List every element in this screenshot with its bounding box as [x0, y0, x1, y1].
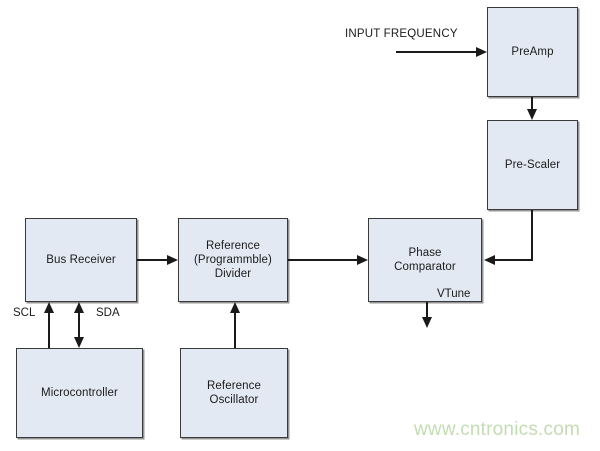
wire-divider-to-phase-comparator: [288, 259, 357, 261]
wire-input-frequency: [396, 51, 476, 53]
block-reference-divider-line-2: (Programmble): [194, 254, 272, 266]
arrowhead-divider-to-phase-comparator: [357, 254, 368, 265]
block-phase-comparator[interactable]: Phase Comparator: [368, 218, 482, 302]
block-phase-comparator-line-1: Phase: [408, 247, 442, 259]
block-reference-divider[interactable]: Reference (Programmble) Divider: [178, 218, 288, 302]
block-reference-oscillator-label: Reference Oscillator: [203, 379, 265, 407]
label-scl: SCL: [13, 307, 36, 319]
block-microcontroller-label: Microcontroller: [41, 387, 118, 399]
block-phase-comparator-label: Phase Comparator: [390, 246, 460, 274]
block-preamp-label: PreAmp: [511, 46, 554, 58]
wire-prescaler-to-phase-comparator: [495, 259, 533, 261]
wire-scl: [48, 313, 50, 348]
label-sda: SDA: [96, 307, 120, 319]
block-reference-oscillator-line-1: Reference: [207, 380, 261, 392]
block-pre-scaler[interactable]: Pre-Scaler: [487, 120, 578, 210]
block-bus-receiver[interactable]: Bus Receiver: [25, 218, 137, 302]
wire-phase-comparator-to-vtune: [426, 302, 428, 319]
wire-prescaler-down: [531, 210, 533, 261]
watermark-cntronics: www.cntronics.com: [414, 419, 580, 440]
block-reference-oscillator-line-2: Oscillator: [209, 394, 259, 406]
wire-sda: [78, 313, 80, 337]
arrowhead-scl-into-bus-receiver: [43, 302, 54, 313]
label-vtune: VTune: [437, 288, 471, 300]
arrowhead-input-frequency-to-preamp: [476, 46, 487, 57]
arrowhead-sda-into-microcontroller: [73, 337, 84, 348]
arrowhead-bus-receiver-to-divider: [167, 254, 178, 265]
block-phase-comparator-line-2: Comparator: [394, 261, 456, 273]
block-bus-receiver-label: Bus Receiver: [46, 254, 116, 266]
block-microcontroller[interactable]: Microcontroller: [16, 348, 143, 438]
block-reference-oscillator[interactable]: Reference Oscillator: [180, 348, 288, 438]
block-reference-divider-line-1: Reference: [206, 240, 260, 252]
block-pre-scaler-label: Pre-Scaler: [504, 159, 561, 171]
arrowhead-oscillator-to-divider: [229, 302, 240, 313]
wire-preamp-to-prescaler: [531, 97, 533, 111]
block-preamp[interactable]: PreAmp: [487, 7, 578, 97]
arrowhead-sda-into-bus-receiver: [73, 302, 84, 313]
wire-bus-receiver-to-divider: [137, 259, 167, 261]
arrowhead-preamp-to-prescaler: [526, 109, 537, 120]
arrowhead-prescaler-to-phase-comparator: [484, 254, 495, 265]
block-reference-divider-label: Reference (Programmble) Divider: [190, 239, 276, 281]
arrowhead-vtune: [421, 317, 432, 328]
label-input-frequency: INPUT FREQUENCY: [345, 28, 458, 40]
block-reference-divider-line-3: Divider: [214, 268, 252, 280]
wire-oscillator-to-divider: [234, 313, 236, 348]
